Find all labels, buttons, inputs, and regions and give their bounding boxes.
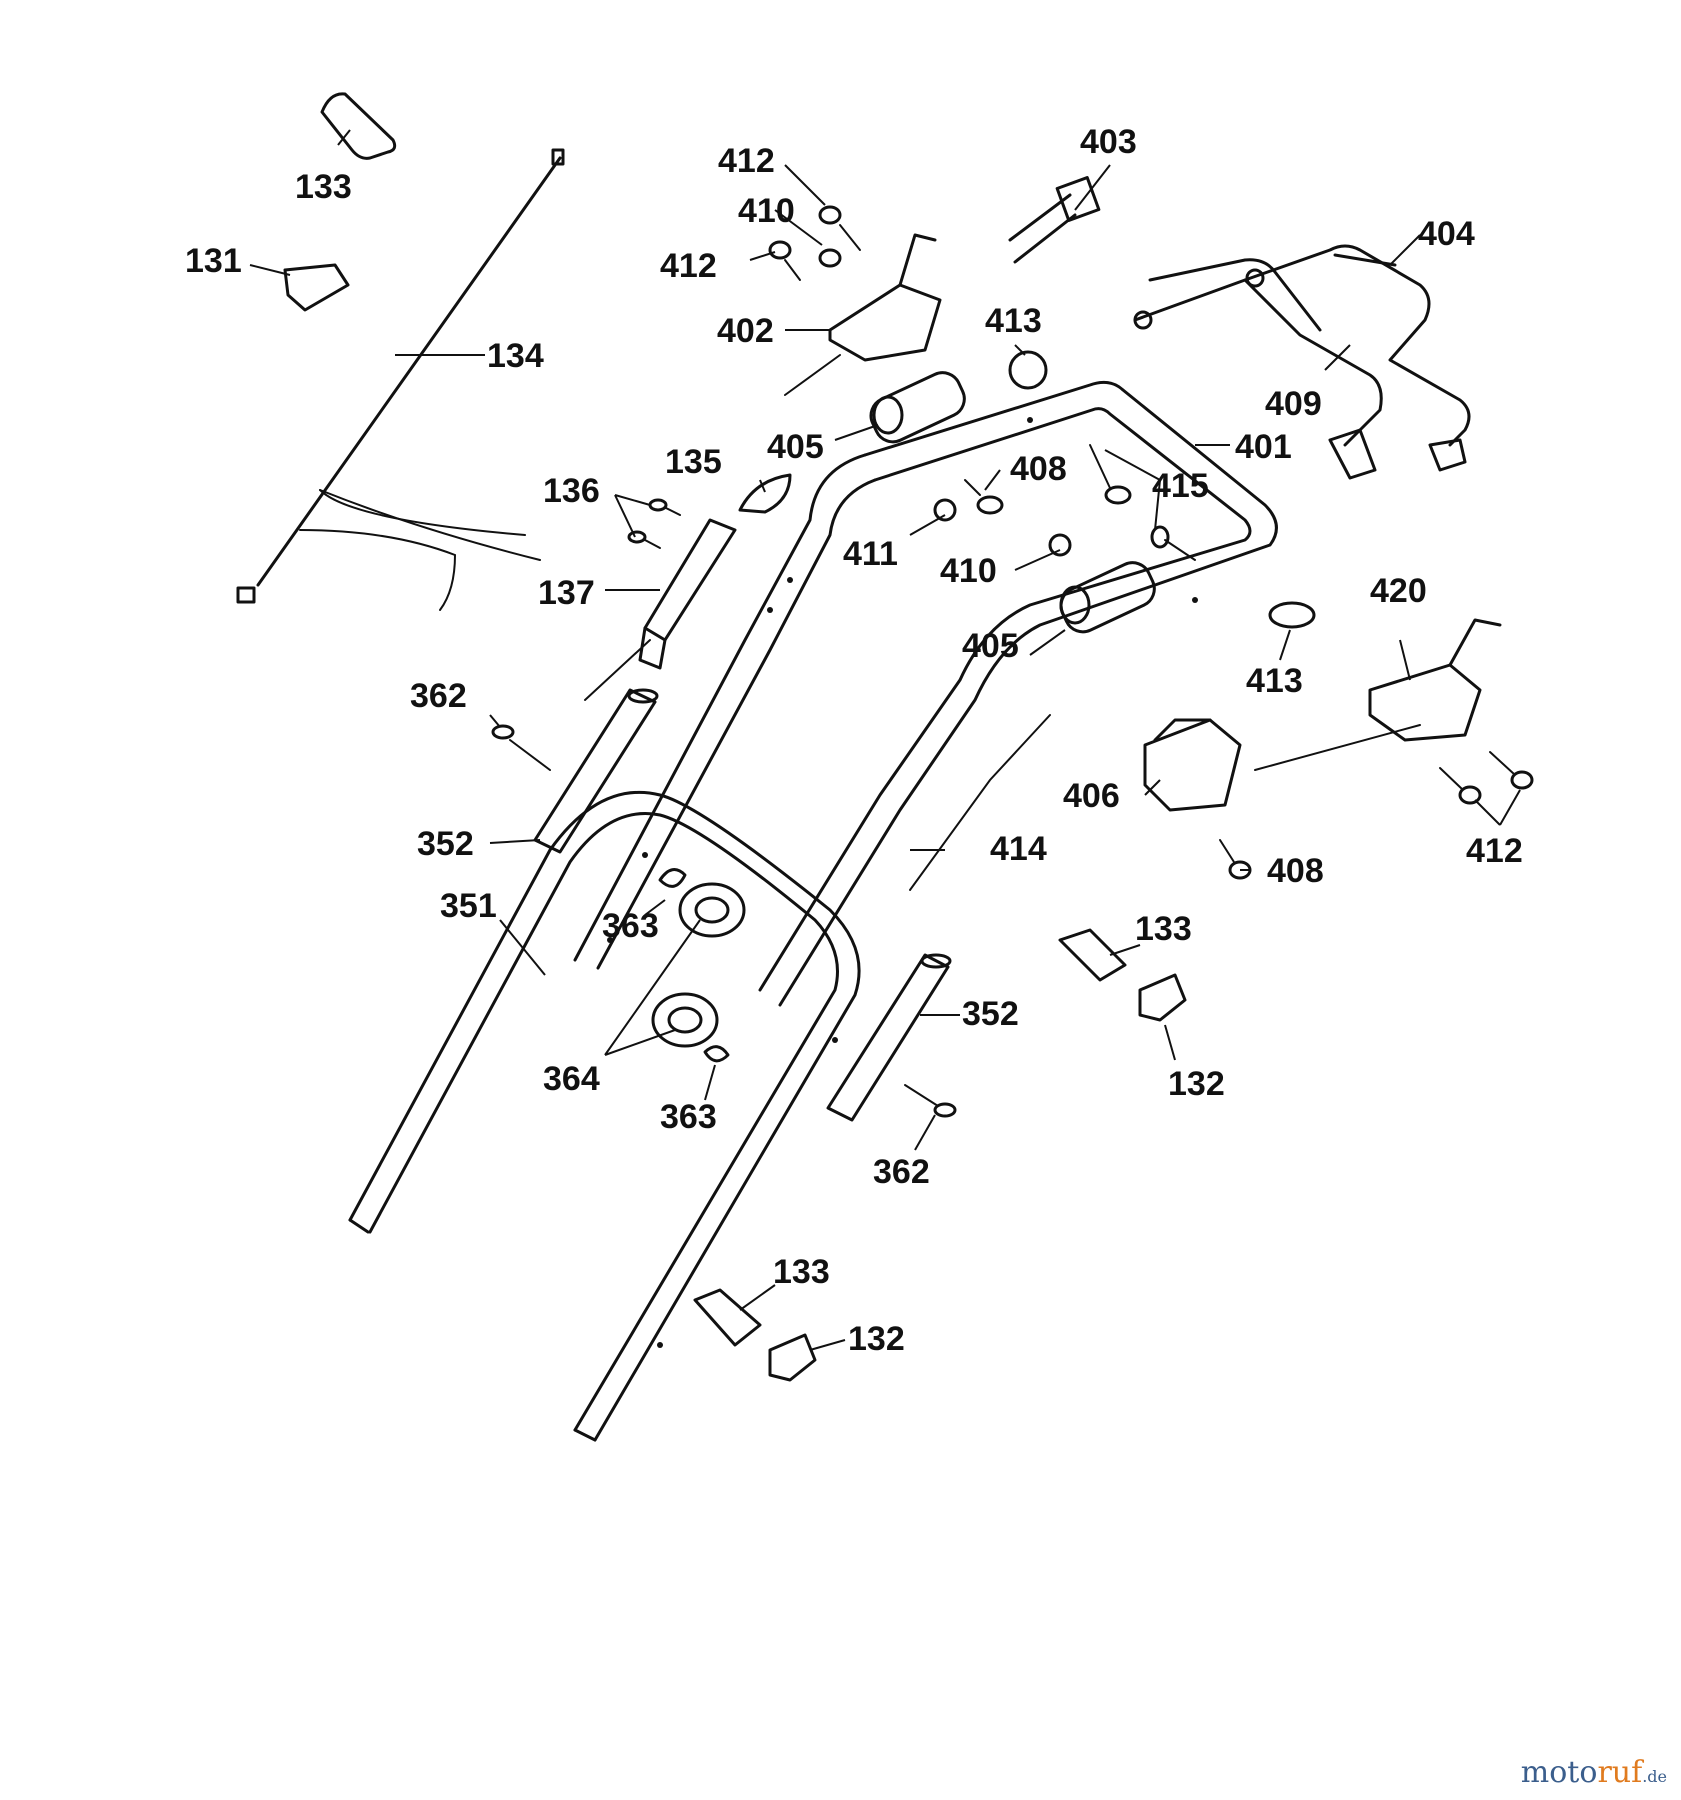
watermark-accent: ruf (1597, 1755, 1643, 1790)
callout-136: 136 (543, 472, 600, 510)
callout-362-a: 362 (410, 677, 467, 715)
callout-132-bottom: 132 (848, 1320, 905, 1358)
callout-409: 409 (1265, 385, 1322, 423)
callout-410-a: 410 (738, 192, 795, 230)
clip-132-right (1138, 973, 1187, 1022)
leader-lines (249, 129, 1521, 1351)
watermark-logo: motoruf.de (1521, 1755, 1667, 1790)
callout-labels: 133 131 134 412 410 412 402 403 404 413 … (185, 123, 1523, 1358)
fasteners (768, 205, 1534, 880)
callout-410-b: 410 (940, 552, 997, 590)
callout-412-a: 412 (718, 142, 775, 180)
callout-405-a: 405 (767, 428, 824, 466)
pin-403 (1008, 176, 1101, 264)
callout-133-bottom: 133 (773, 1253, 830, 1291)
callout-404: 404 (1418, 215, 1475, 253)
callout-364: 364 (543, 1060, 600, 1098)
clamp-405-lower (1059, 561, 1156, 634)
callout-413-b: 413 (1246, 662, 1303, 700)
cap-413-lower (1268, 601, 1316, 629)
washer-363-upper (658, 868, 687, 888)
callout-415: 415 (1152, 467, 1209, 505)
bolt-362-upper (491, 724, 551, 771)
tag-133-right (1058, 928, 1127, 982)
washer-363-lower (703, 1045, 730, 1063)
bolt-362-lower (904, 1084, 957, 1118)
rods-404-409 (1133, 244, 1471, 480)
callout-363-b: 363 (660, 1098, 717, 1136)
upper-handle-401 (573, 380, 1278, 1007)
tube-352-lower (826, 953, 952, 1122)
callout-363-a: 363 (602, 907, 659, 945)
callout-408-b: 408 (1267, 852, 1324, 890)
callout-401: 401 (1235, 428, 1292, 466)
callout-352-b: 352 (962, 995, 1019, 1033)
tag-133-bottom (693, 1288, 762, 1347)
callout-411: 411 (843, 535, 898, 573)
callout-362-b: 362 (873, 1153, 930, 1191)
callout-132-right: 132 (1168, 1065, 1225, 1103)
callout-133-right: 133 (1135, 910, 1192, 948)
callout-420: 420 (1370, 572, 1427, 610)
callout-137: 137 (538, 574, 595, 612)
cable-harness-134 (236, 148, 565, 611)
throttle-402 (784, 233, 942, 396)
bracket-131 (283, 263, 350, 312)
watermark-main: moto (1520, 1755, 1598, 1790)
callout-412-b: 412 (660, 247, 717, 285)
callout-351: 351 (440, 887, 497, 925)
callout-405-b: 405 (962, 627, 1019, 665)
bracket-406 (1143, 718, 1242, 812)
lower-handle-351 (348, 790, 861, 1442)
knob-364-lower (651, 992, 719, 1048)
callout-352-a: 352 (417, 825, 474, 863)
callout-413-a: 413 (985, 302, 1042, 340)
clip-135 (738, 473, 792, 514)
clip-132-bottom (768, 1333, 817, 1382)
callout-134: 134 (487, 337, 544, 375)
knob-364-upper (678, 882, 746, 938)
cable-414 (909, 714, 1051, 891)
tube-352-upper (533, 688, 659, 854)
callout-403: 403 (1080, 123, 1137, 161)
callout-135: 135 (665, 443, 722, 481)
callout-406: 406 (1063, 777, 1120, 815)
callout-402: 402 (717, 312, 774, 350)
callout-414: 414 (990, 830, 1047, 868)
screws-136 (627, 498, 681, 549)
switch-box-137 (584, 518, 737, 701)
cap-413-upper (1008, 350, 1048, 390)
callout-131: 131 (185, 242, 242, 280)
callout-133-top: 133 (295, 168, 352, 206)
tag-133-top (320, 92, 397, 160)
throttle-420 (1254, 618, 1502, 771)
callout-412-c: 412 (1466, 832, 1523, 870)
watermark-tld: .de (1642, 1767, 1667, 1786)
callout-408-a: 408 (1010, 450, 1067, 488)
clamp-405-upper (869, 371, 966, 444)
